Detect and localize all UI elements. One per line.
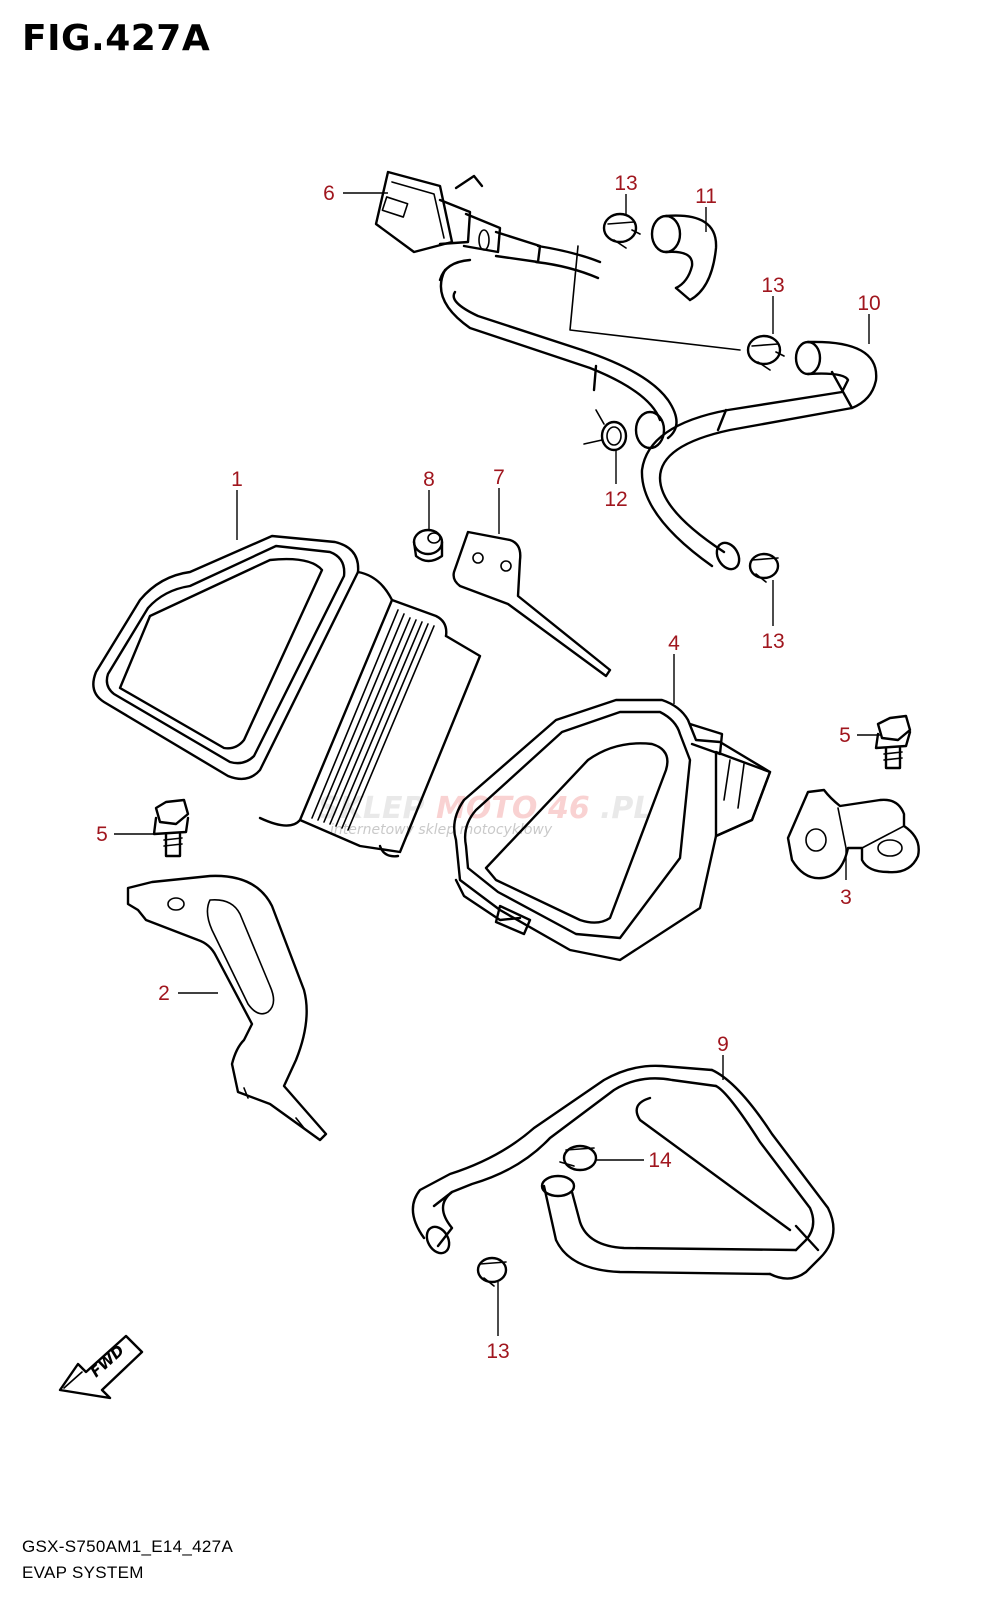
callout-13-bottom: 13 bbox=[486, 1340, 509, 1363]
callout-13-low: 13 bbox=[761, 630, 784, 653]
callout-labels: 1 2 3 4 5 5 6 7 8 9 10 11 12 13 13 13 13… bbox=[96, 172, 881, 1363]
callout-11: 11 bbox=[695, 185, 717, 208]
fwd-label: FWD bbox=[87, 1341, 128, 1381]
bracket-part-7 bbox=[452, 530, 612, 678]
diagram-code: GSX-S750AM1_E14_427A bbox=[22, 1537, 234, 1556]
bolt-part-5-right bbox=[874, 714, 912, 770]
callout-14: 14 bbox=[648, 1149, 672, 1172]
clip-12 bbox=[583, 409, 628, 452]
callout-6: 6 bbox=[323, 182, 335, 205]
clamp-13-top bbox=[602, 212, 641, 249]
callout-10: 10 bbox=[857, 292, 880, 315]
callout-5-right: 5 bbox=[839, 724, 851, 747]
callout-5-left: 5 bbox=[96, 823, 108, 846]
callout-2: 2 bbox=[158, 982, 170, 1005]
bracket-part-3 bbox=[786, 788, 920, 880]
callout-3: 3 bbox=[840, 886, 852, 909]
canister-part-1 bbox=[92, 534, 482, 858]
fwd-arrow: FWD bbox=[58, 1334, 144, 1400]
callout-13-mid: 13 bbox=[761, 274, 784, 297]
callout-13-top: 13 bbox=[614, 172, 637, 195]
clamp-13-mid bbox=[746, 334, 785, 371]
watermark-brand-b: MOTO bbox=[436, 791, 537, 826]
leader-lines bbox=[114, 192, 880, 1336]
diagram-name: EVAP SYSTEM bbox=[22, 1563, 144, 1582]
bolt-part-5-left bbox=[152, 798, 190, 858]
hose-clamps bbox=[476, 212, 785, 1287]
canister-cover-part-4 bbox=[453, 698, 772, 962]
figure-title: FIG.427A bbox=[22, 18, 211, 59]
nut-part-8 bbox=[412, 528, 444, 563]
clamp-13-low bbox=[748, 552, 780, 583]
watermark-brand-d: .PL bbox=[600, 791, 653, 826]
watermark: SKLEP MOTO 46 .PL internetowy sklep moto… bbox=[318, 791, 653, 838]
callout-12: 12 bbox=[604, 488, 627, 511]
callout-8: 8 bbox=[423, 468, 435, 491]
callout-1: 1 bbox=[231, 468, 243, 491]
watermark-brand-a: SKLEP bbox=[318, 791, 424, 826]
hose-part-9 bbox=[411, 1064, 835, 1280]
callout-9: 9 bbox=[717, 1033, 729, 1056]
watermark-subtitle: internetowy sklep motocyklowy bbox=[330, 822, 553, 838]
purge-valve-part-6 bbox=[374, 170, 542, 264]
hose-part-10 bbox=[640, 340, 878, 571]
callout-4: 4 bbox=[668, 632, 680, 655]
bracket-part-2 bbox=[126, 874, 328, 1142]
clamp-13-bottom bbox=[476, 1256, 508, 1287]
hose-part-11 bbox=[650, 214, 718, 302]
clamp-14 bbox=[559, 1144, 598, 1172]
callout-7: 7 bbox=[493, 466, 505, 489]
